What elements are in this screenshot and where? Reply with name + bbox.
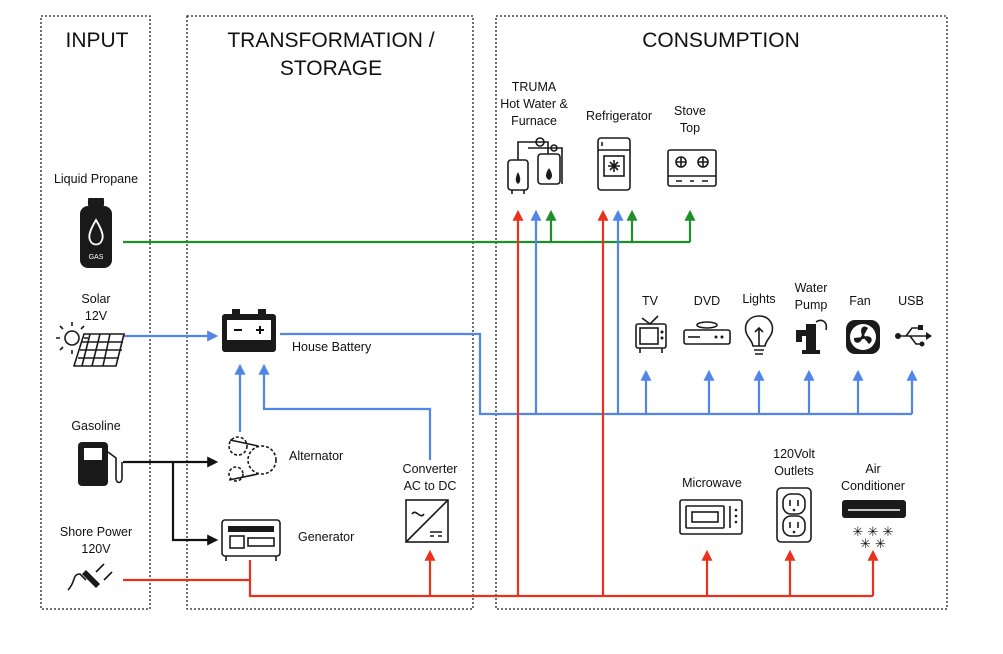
battery-label: House Battery xyxy=(292,340,372,354)
converter-label: Converter xyxy=(403,462,458,476)
consumption-section-frame xyxy=(495,15,948,610)
refrigerator-label: Refrigerator xyxy=(586,109,652,123)
ac-120v-flow xyxy=(123,209,879,598)
shore-power-voltage-label: 120V xyxy=(81,542,111,556)
outlet-icon xyxy=(776,487,812,543)
solar-panel-icon xyxy=(56,322,126,367)
input-section-frame xyxy=(40,15,151,610)
tv-label: TV xyxy=(642,294,659,308)
converter-icon xyxy=(405,499,449,543)
water-heater-icon xyxy=(507,137,563,194)
outlets-label-2: Outlets xyxy=(774,464,814,478)
solar-label: Solar xyxy=(81,292,110,306)
gasoline-label: Gasoline xyxy=(71,419,120,433)
propane-tank-icon: GAS xyxy=(80,198,112,268)
ac-label: Air xyxy=(865,462,880,476)
consumption-title: CONSUMPTION xyxy=(642,29,800,52)
dc-12v-flow xyxy=(123,209,918,460)
tv-icon xyxy=(635,315,667,353)
stove-icon xyxy=(667,149,717,187)
water-pump-label-2: Pump xyxy=(795,298,828,312)
fan-icon xyxy=(846,320,880,354)
generator-label: Generator xyxy=(298,530,354,544)
truma-furnace-label: Furnace xyxy=(511,114,557,128)
lights-label: Lights xyxy=(742,292,775,306)
ac-label-2: Conditioner xyxy=(841,479,905,493)
shore-power-label: Shore Power xyxy=(60,525,132,539)
air-conditioner-icon: ✳ ✳ ✳ ✳ ✳ xyxy=(842,500,906,552)
truma-hot-water-label: Hot Water & xyxy=(500,97,568,111)
water-pump-label: Water xyxy=(795,281,828,295)
usb-label: USB xyxy=(898,294,924,308)
truma-label: TRUMA xyxy=(512,80,557,94)
stove-top-label: Top xyxy=(680,121,700,135)
propane-label: Liquid Propane xyxy=(54,172,138,186)
alternator-icon xyxy=(228,436,277,482)
generator-icon xyxy=(221,519,281,561)
battery-icon xyxy=(222,309,276,352)
converter-subtitle: AC to DC xyxy=(404,479,457,493)
storage-title: STORAGE xyxy=(280,57,382,80)
gas-badge: GAS xyxy=(89,254,104,261)
propane-flow xyxy=(123,209,696,244)
transformation-section-frame xyxy=(186,15,474,610)
refrigerator-icon xyxy=(597,137,631,191)
fan-label: Fan xyxy=(849,294,871,308)
gasoline-flow xyxy=(123,456,219,546)
stove-label: Stove xyxy=(674,104,706,118)
input-title: INPUT xyxy=(66,29,129,52)
water-pump-icon xyxy=(796,319,828,354)
microwave-label: Microwave xyxy=(682,476,742,490)
svg-text:✳ ✳: ✳ ✳ xyxy=(860,537,886,552)
usb-icon xyxy=(895,325,932,347)
light-bulb-icon xyxy=(744,315,774,355)
solar-voltage-label: 12V xyxy=(85,309,108,323)
dvd-label: DVD xyxy=(694,294,720,308)
gas-pump-icon xyxy=(78,442,123,486)
outlets-label: 120Volt xyxy=(773,447,815,461)
microwave-icon xyxy=(679,499,743,535)
dvd-player-icon xyxy=(683,321,731,345)
transformation-title: TRANSFORMATION / xyxy=(227,29,434,52)
plug-icon xyxy=(67,563,113,591)
svg-text:✳ ✳ ✳: ✳ ✳ ✳ xyxy=(853,525,894,540)
alternator-label: Alternator xyxy=(289,449,343,463)
